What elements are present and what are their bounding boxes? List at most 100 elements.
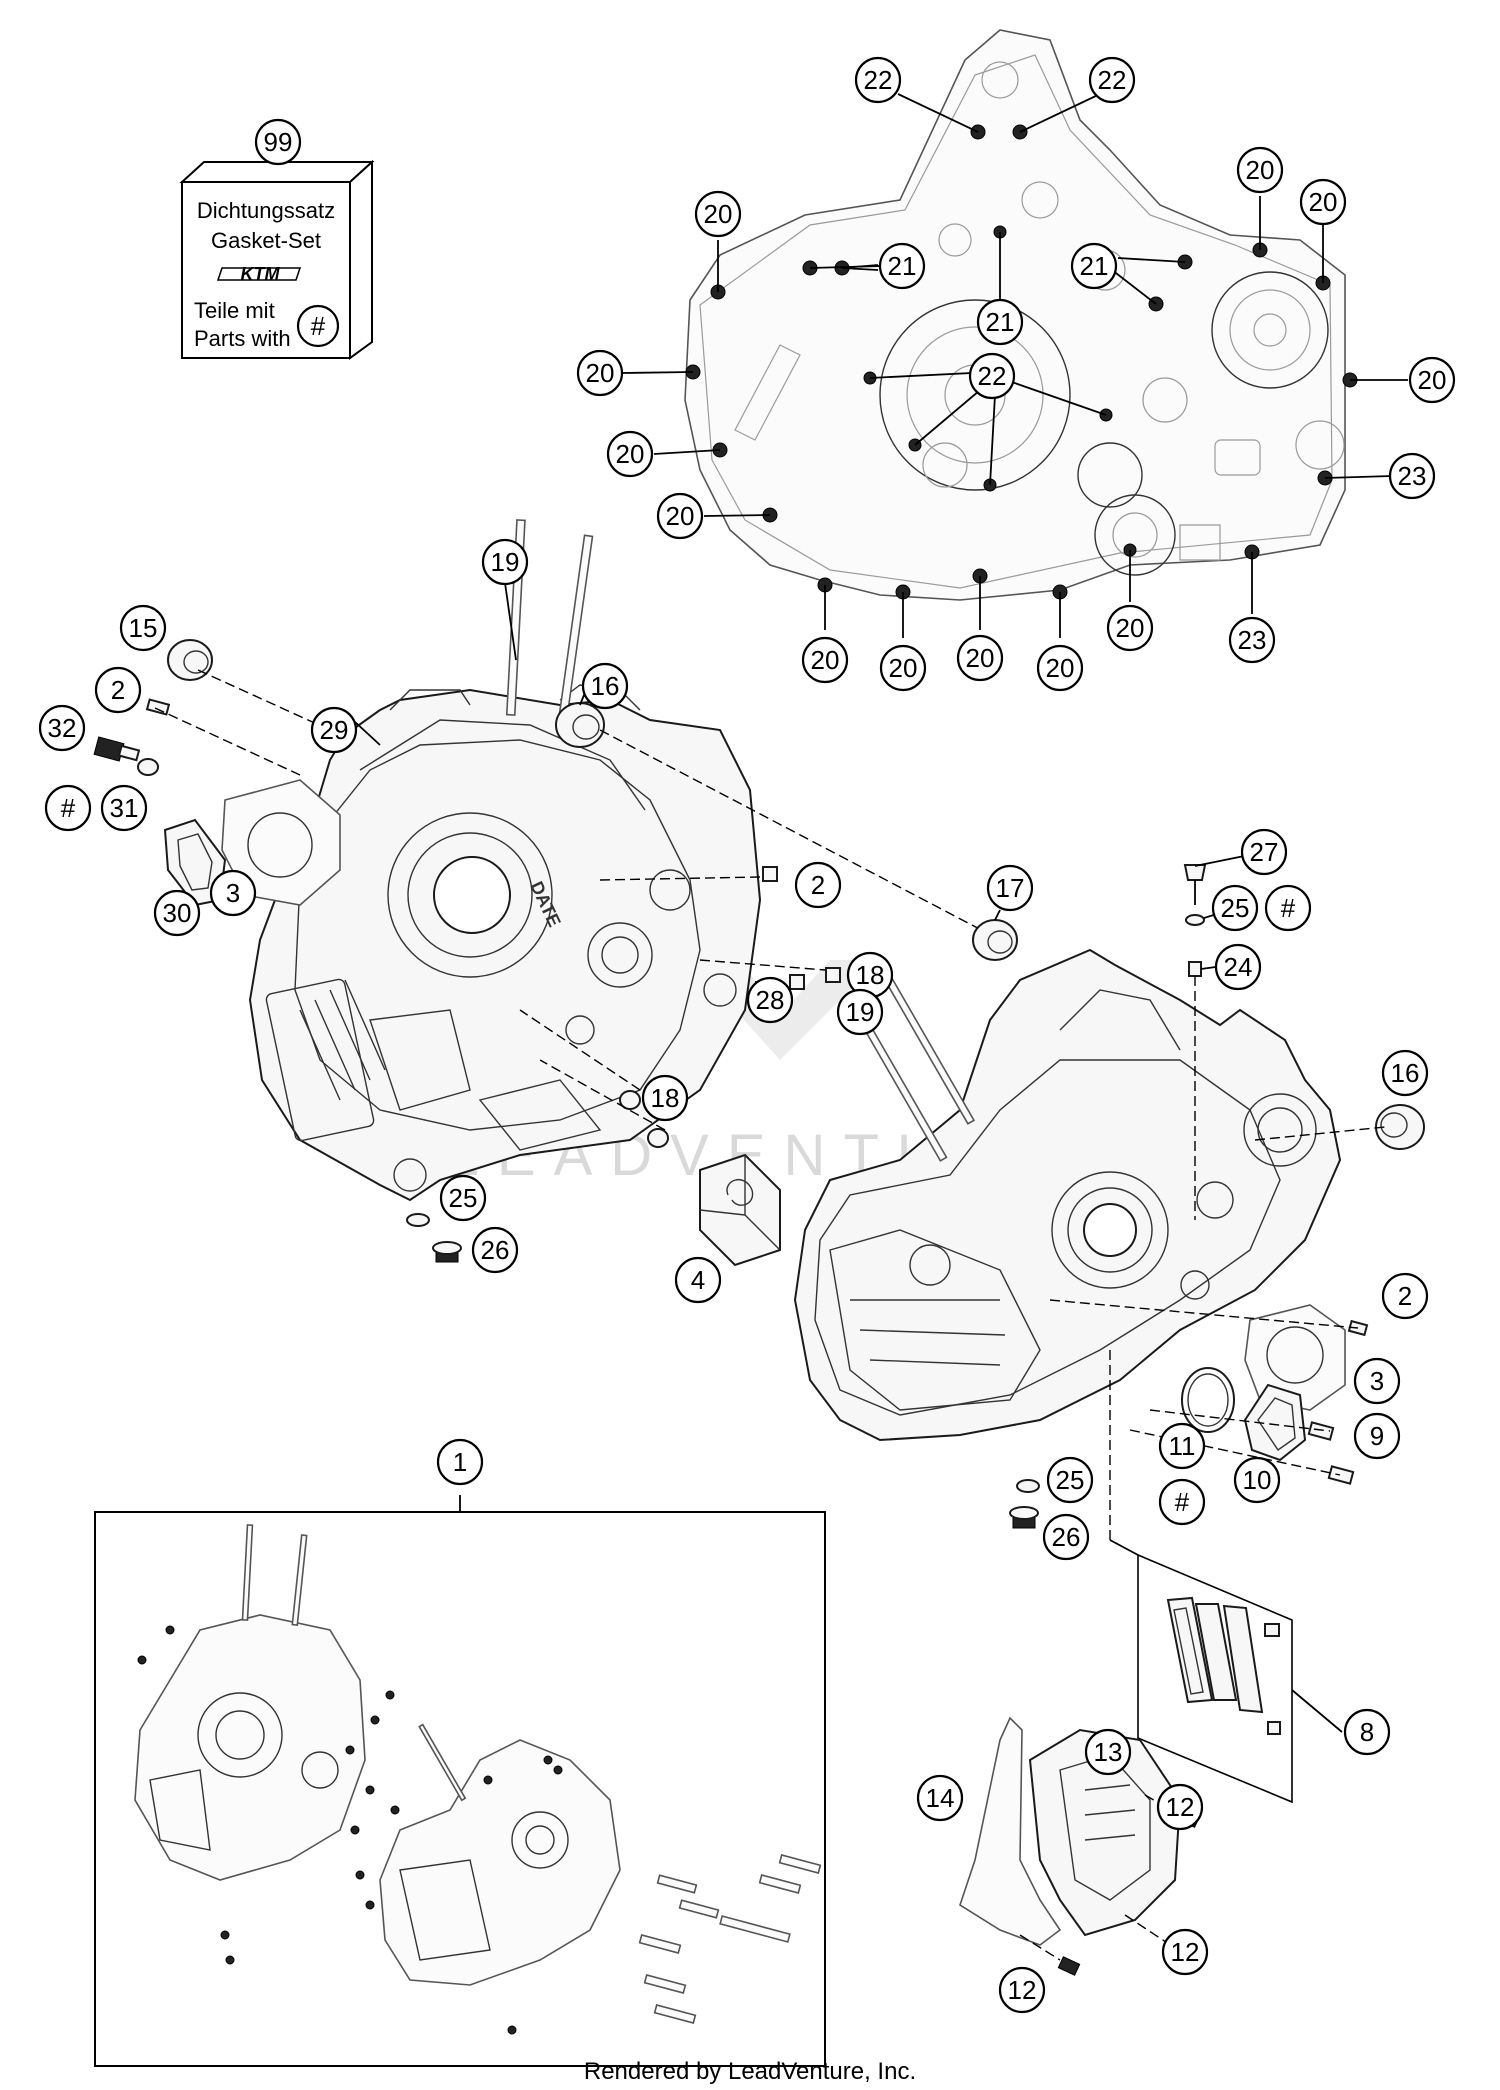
callout-16a: 16 <box>581 662 629 710</box>
callout-21a: 21 <box>878 242 926 290</box>
callout-14: 14 <box>916 1774 964 1822</box>
svg-text:20: 20 <box>1418 365 1447 395</box>
svg-text:25: 25 <box>1221 893 1250 923</box>
callout-hash-gasket: # <box>296 304 340 348</box>
part-8-screen-set <box>1137 1553 1343 1804</box>
svg-text:31: 31 <box>110 793 139 823</box>
svg-text:9: 9 <box>1370 1421 1384 1451</box>
svg-text:20: 20 <box>616 439 645 469</box>
crankcase-right-half <box>793 864 1425 1556</box>
gasket-set-box: Dichtungssatz Gasket-Set KTM Teile mit P… <box>179 159 375 360</box>
callout-3b: 3 <box>1353 1357 1401 1405</box>
callout-2c: 2 <box>1381 1272 1429 1320</box>
callout-17: 17 <box>986 864 1034 912</box>
svg-text:20: 20 <box>586 358 615 388</box>
callout-20g: 20 <box>656 492 704 540</box>
callout-20h: 20 <box>801 636 849 684</box>
callout-20f: 20 <box>606 430 654 478</box>
svg-text:18: 18 <box>651 1083 680 1113</box>
callout-2a: 2 <box>94 666 142 714</box>
svg-text:24: 24 <box>1224 952 1253 982</box>
svg-text:12: 12 <box>1171 1937 1200 1967</box>
callout-11: 11 <box>1158 1422 1206 1470</box>
callout-20b: 20 <box>1236 146 1284 194</box>
render-credit: Rendered by LeadVenture, Inc. <box>583 2058 917 2085</box>
parts-12-14-cover <box>959 1716 1201 1976</box>
svg-text:20: 20 <box>704 199 733 229</box>
svg-text:28: 28 <box>756 985 785 1015</box>
svg-text:2: 2 <box>1398 1281 1412 1311</box>
callout-20j: 20 <box>956 634 1004 682</box>
svg-text:20: 20 <box>889 653 918 683</box>
svg-text:16: 16 <box>591 671 620 701</box>
callout-21b: 21 <box>976 298 1024 346</box>
callout-4: 4 <box>674 1256 722 1304</box>
svg-text:26: 26 <box>481 1235 510 1265</box>
callout-19b: 19 <box>836 988 884 1036</box>
svg-text:3: 3 <box>226 878 240 908</box>
svg-text:19: 19 <box>491 547 520 577</box>
callout-16b: 16 <box>1381 1049 1429 1097</box>
callout-99: 99 <box>254 118 302 166</box>
svg-text:#: # <box>311 311 326 341</box>
callout-20e: 20 <box>1408 356 1456 404</box>
svg-text:17: 17 <box>996 873 1025 903</box>
svg-text:16: 16 <box>1391 1058 1420 1088</box>
callout-2b: 2 <box>794 861 842 909</box>
svg-text:27: 27 <box>1250 837 1279 867</box>
callout-19a: 19 <box>481 538 529 586</box>
svg-text:2: 2 <box>111 675 125 705</box>
svg-text:12: 12 <box>1166 1792 1195 1822</box>
callout-29: 29 <box>310 706 358 754</box>
svg-text:21: 21 <box>888 251 917 281</box>
svg-text:22: 22 <box>864 65 893 95</box>
callout-12a: 12 <box>1156 1783 1204 1831</box>
callout-27: 27 <box>1240 828 1288 876</box>
callout-20c: 20 <box>1299 178 1347 226</box>
part-1-crankcase-assembly <box>94 1495 826 2067</box>
callout-hash-11: # <box>1158 1478 1206 1526</box>
svg-text:#: # <box>61 793 76 823</box>
svg-text:19: 19 <box>846 997 875 1027</box>
svg-text:23: 23 <box>1398 461 1427 491</box>
svg-text:20: 20 <box>1046 653 1075 683</box>
callout-21c: 21 <box>1070 242 1118 290</box>
svg-text:14: 14 <box>926 1783 955 1813</box>
crankcase-left-half: DATE <box>93 519 1011 1263</box>
callout-hash-25: # <box>1264 884 1312 932</box>
svg-text:99: 99 <box>264 127 293 157</box>
svg-text:23: 23 <box>1238 625 1267 655</box>
part-4-shell <box>699 1153 781 1267</box>
callout-22a: 22 <box>854 56 902 104</box>
callout-22c: 22 <box>968 352 1016 400</box>
callout-25c: 25 <box>1046 1456 1094 1504</box>
callout-26a: 26 <box>471 1226 519 1274</box>
callout-9: 9 <box>1353 1412 1401 1460</box>
gasket-set-title-en: Gasket-Set <box>211 228 321 253</box>
svg-text:2: 2 <box>811 870 825 900</box>
svg-text:25: 25 <box>449 1183 478 1213</box>
svg-text:11: 11 <box>1169 1431 1196 1461</box>
callout-30: 30 <box>153 889 201 937</box>
svg-text:25: 25 <box>1056 1465 1085 1495</box>
callout-28: 28 <box>746 976 794 1024</box>
svg-text:21: 21 <box>1080 251 1109 281</box>
svg-text:13: 13 <box>1094 1737 1123 1767</box>
gasket-set-parts-en: Parts with <box>194 326 291 351</box>
callout-31: 31 <box>100 784 148 832</box>
svg-text:30: 30 <box>163 898 192 928</box>
callout-32: 32 <box>38 704 86 752</box>
callout-20k: 20 <box>1036 644 1084 692</box>
svg-text:4: 4 <box>691 1265 705 1295</box>
svg-text:12: 12 <box>1008 1975 1037 2005</box>
callout-20i: 20 <box>879 644 927 692</box>
callout-20l: 20 <box>1106 604 1154 652</box>
svg-text:32: 32 <box>48 713 77 743</box>
svg-text:29: 29 <box>320 715 349 745</box>
svg-text:21: 21 <box>986 307 1015 337</box>
svg-text:3: 3 <box>1370 1366 1384 1396</box>
callout-20d: 20 <box>576 349 624 397</box>
svg-text:18: 18 <box>856 960 885 990</box>
callout-13: 13 <box>1084 1728 1132 1776</box>
svg-text:20: 20 <box>1116 613 1145 643</box>
